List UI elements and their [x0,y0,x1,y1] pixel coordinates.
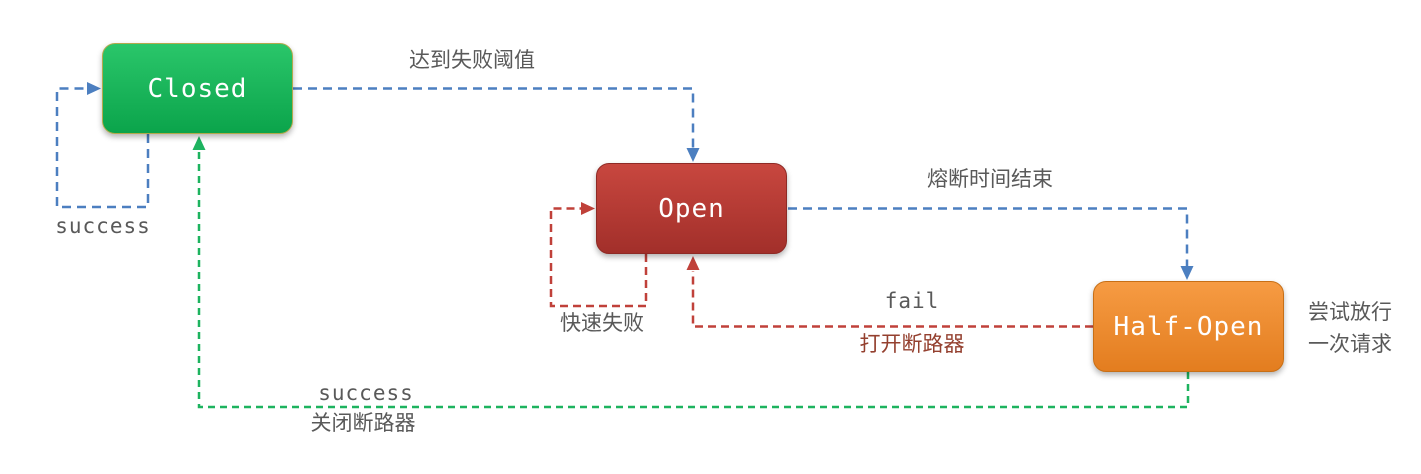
state-half-open: Half-Open [1093,281,1284,372]
arrowhead-into-closed-bottom [192,136,206,150]
state-open-label: Open [658,193,725,224]
arrowhead-into-open-left [581,202,595,215]
edge-label-breaker-timeout-end: 熔断时间结束 [927,167,1053,191]
half-open-note-line1: 尝试放行 [1308,300,1392,324]
edge-half-open-to-open [691,271,1093,328]
half-open-note-line2: 一次请求 [1308,332,1392,356]
arrowhead-into-closed-left [87,82,101,95]
edge-label-close-breaker: 关闭断路器 [310,411,416,435]
edge-label-success-closed-loop: success [55,214,151,238]
edge-open-self-loop [549,207,648,308]
edge-half-open-to-closed [197,151,1190,409]
edge-label-open-breaker: 打开断路器 [859,332,965,356]
edge-open-to-half-open [788,207,1189,267]
arrowhead-into-half-open-top [1180,266,1194,280]
half-open-note: 尝试放行 一次请求 [1308,296,1392,360]
state-half-open-label: Half-Open [1113,311,1264,342]
state-open: Open [596,163,787,254]
arrowhead-into-open-bottom [686,256,700,270]
edge-closed-to-open [293,87,695,149]
edge-label-fail: fail [884,289,940,313]
edge-label-reach-failure-threshold: 达到失败阈值 [409,48,535,72]
edge-label-success-half-open-to-closed: success [318,381,414,405]
edge-label-fast-fail: 快速失败 [560,311,644,335]
state-closed: Closed [102,43,293,134]
edge-closed-self-loop [55,87,150,209]
arrowhead-into-open-top [686,148,700,162]
state-closed-label: Closed [147,73,248,104]
